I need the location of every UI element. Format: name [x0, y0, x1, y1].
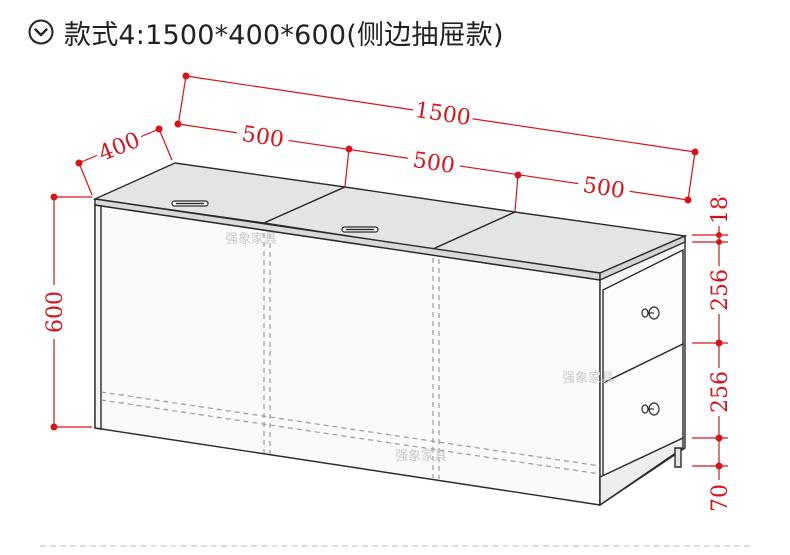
- circle-chevron-down-icon: [28, 19, 54, 45]
- cabinet-drawing: 强象家具 强象家具 强象家具: [92, 162, 688, 507]
- bottom-shelf-line-1: [100, 391, 601, 467]
- dim-total-width: 1500: [177, 72, 699, 201]
- dim-section-3-label: 500: [581, 173, 626, 204]
- dim-drawer-1-label: 256: [708, 269, 733, 311]
- dim-section-2-label: 500: [411, 148, 456, 179]
- section-header: 款式4:1500*400*600(侧边抽屉款): [28, 12, 504, 52]
- lid-handle-2: [341, 226, 379, 233]
- drawer-knob-1: [641, 306, 660, 320]
- dim-top-thickness-label: 18: [708, 196, 733, 224]
- watermark-2: 强象家具: [562, 370, 614, 386]
- bottom-shelf-line-2: [100, 399, 601, 475]
- dim-depth-label: 400: [95, 128, 143, 167]
- foot: [674, 447, 682, 468]
- watermark-1: 强象家具: [225, 231, 277, 247]
- dim-base-label: 70: [708, 484, 733, 512]
- dim-section-1-label: 500: [240, 122, 285, 153]
- watermark-3: 强象家具: [395, 448, 447, 464]
- drawer-knob-2: [641, 402, 660, 416]
- lid-handle-1: [171, 200, 209, 207]
- dim-vertical-chain: 18 256 256 70: [692, 195, 733, 516]
- dim-drawer-2-label: 256: [708, 371, 733, 413]
- dim-height-label: 600: [43, 291, 68, 333]
- plinth: [599, 436, 684, 507]
- dimension-annotations: 1500 400 500 500 500: [40, 72, 733, 516]
- dim-section-widths: 500 500 500: [174, 120, 692, 212]
- left-panel: [94, 204, 102, 430]
- top-side-edge: [599, 234, 686, 282]
- page-title: 款式4:1500*400*600(侧边抽屉款): [64, 19, 504, 51]
- bottom-divider: [40, 545, 750, 547]
- dim-height: 600: [40, 193, 92, 431]
